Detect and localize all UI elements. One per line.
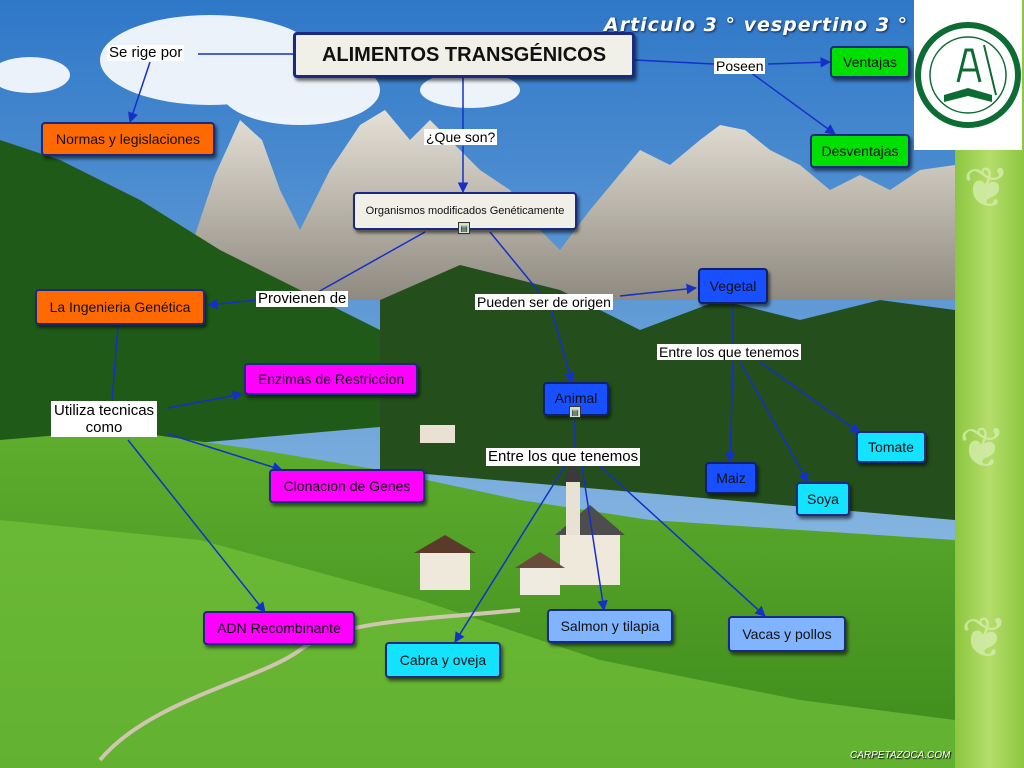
link-entre-maiz <box>725 361 736 464</box>
node-enzimas[interactable]: Enzimas de Restriccion <box>244 363 418 395</box>
node-soya[interactable]: Soya <box>796 482 850 516</box>
node-tomate[interactable]: Tomate <box>856 431 926 463</box>
node-desventajas[interactable]: Desventajas <box>810 134 910 168</box>
note-icon[interactable]: ▤ <box>458 222 470 234</box>
label-pueden-ser[interactable]: Pueden ser de origen <box>475 294 613 310</box>
link-utiliza-enzimas <box>167 390 244 409</box>
node-maiz[interactable]: Maiz <box>705 462 757 494</box>
link-poseen-ventajas <box>767 57 832 68</box>
link-pueden-vegetal <box>619 283 698 297</box>
country-road <box>98 608 521 762</box>
link-entre-salmon <box>581 465 608 612</box>
link-entre-tomate <box>759 361 861 434</box>
link-entre-soya <box>739 361 809 483</box>
school-seal-icon <box>915 22 1021 128</box>
link-organismos-provienen <box>317 231 426 293</box>
label-que-son[interactable]: ¿Que son? <box>424 129 498 145</box>
label-entre-vegetal[interactable]: Entre los que tenemos <box>657 344 802 360</box>
link-organismos-pueden <box>489 231 541 294</box>
link-utiliza-adn <box>127 439 266 613</box>
note-icon[interactable]: ▤ <box>569 406 581 418</box>
label-utiliza-line1: Utiliza tecnicas <box>54 402 155 419</box>
node-normas[interactable]: Normas y legislaciones <box>41 122 215 156</box>
node-vegetal[interactable]: Vegetal <box>698 268 768 304</box>
label-utiliza-line2: como <box>85 419 123 436</box>
link-poseen-desventajas <box>749 71 836 135</box>
node-clonacion[interactable]: Clonacion de Genes <box>269 469 425 503</box>
link-entre-cabra <box>454 465 566 643</box>
label-utiliza[interactable]: Utiliza tecnicas como <box>51 401 158 437</box>
link-utiliza-clonacion <box>167 433 284 473</box>
link-ingenieria-utiliza <box>111 325 119 401</box>
butterfly-icon: ❦ <box>963 156 1010 219</box>
label-entre-animal[interactable]: Entre los que tenemos <box>486 448 641 466</box>
node-vacas[interactable]: Vacas y pollos <box>728 616 846 652</box>
school-logo <box>914 0 1022 150</box>
node-cabra[interactable]: Cabra y oveja <box>385 642 501 678</box>
node-adn[interactable]: ADN Recombinante <box>203 611 355 645</box>
label-se-rige[interactable]: Se rige por <box>107 44 185 61</box>
node-ingenieria[interactable]: La Ingenieria Genética <box>35 289 205 325</box>
label-poseen[interactable]: Poseen <box>714 58 766 74</box>
node-ventajas[interactable]: Ventajas <box>830 46 910 78</box>
node-salmon[interactable]: Salmon y tilapia <box>547 609 673 643</box>
link-pueden-animal <box>551 311 575 384</box>
link-title-poseen <box>633 59 715 65</box>
dolomite-peaks <box>190 110 955 300</box>
butterfly-icon: ❦ <box>959 416 1006 479</box>
watermark: CARPETAZOCA.COM <box>850 750 951 761</box>
link-serige-normas <box>128 61 151 123</box>
link-provienen-ingenieria <box>206 298 257 310</box>
label-provienen[interactable]: Provienen de <box>256 290 349 307</box>
decorative-side-panel: ❦ ❦ ❦ <box>955 0 1024 768</box>
butterfly-icon: ❦ <box>961 606 1008 669</box>
link-entre-vacas <box>599 465 766 617</box>
group-header: Articulo 3 ° vespertino 3 ° E <box>604 14 930 36</box>
village <box>414 425 625 595</box>
title-node[interactable]: ALIMENTOS TRANSGÉNICOS <box>293 32 635 78</box>
